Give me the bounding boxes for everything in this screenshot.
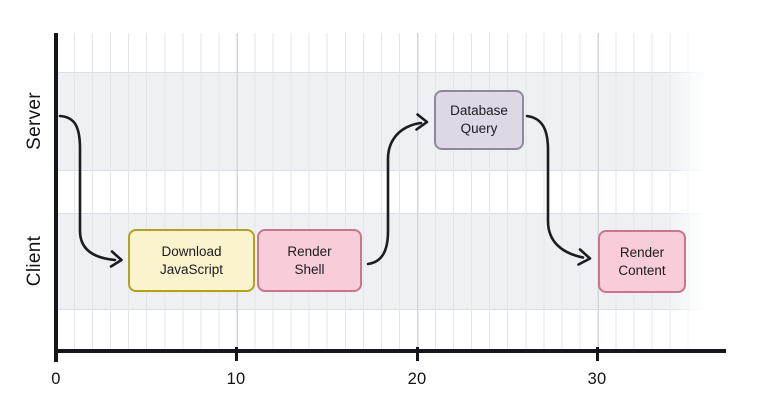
node-render-shell: Render Shell: [257, 229, 362, 292]
node-label: Database Query: [450, 103, 508, 136]
grid-fade-right: [664, 30, 716, 352]
x-axis-tick-label-20: 20: [407, 370, 427, 388]
x-axis-tick-label-30: 30: [587, 370, 607, 388]
node-render-content: Render Content: [598, 230, 686, 293]
x-axis-tick-label-0: 0: [51, 370, 61, 388]
x-axis-tick-30: [595, 347, 599, 361]
node-database-query: Database Query: [434, 90, 524, 150]
y-axis-line: [54, 33, 58, 362]
x-axis-line: [54, 349, 726, 353]
x-axis-tick-20: [415, 347, 419, 361]
grid-lines: [56, 33, 712, 349]
lane-label-client: Client: [24, 235, 45, 287]
node-download-javascript: Download JavaScript: [128, 229, 255, 292]
node-label: Render Shell: [287, 243, 332, 277]
x-axis-tick-label-10: 10: [226, 370, 246, 388]
lane-label-server: Server: [24, 92, 45, 150]
node-label: Download JavaScript: [159, 243, 224, 277]
x-axis-tick-10: [234, 347, 238, 361]
node-label: Render Content: [618, 244, 666, 278]
